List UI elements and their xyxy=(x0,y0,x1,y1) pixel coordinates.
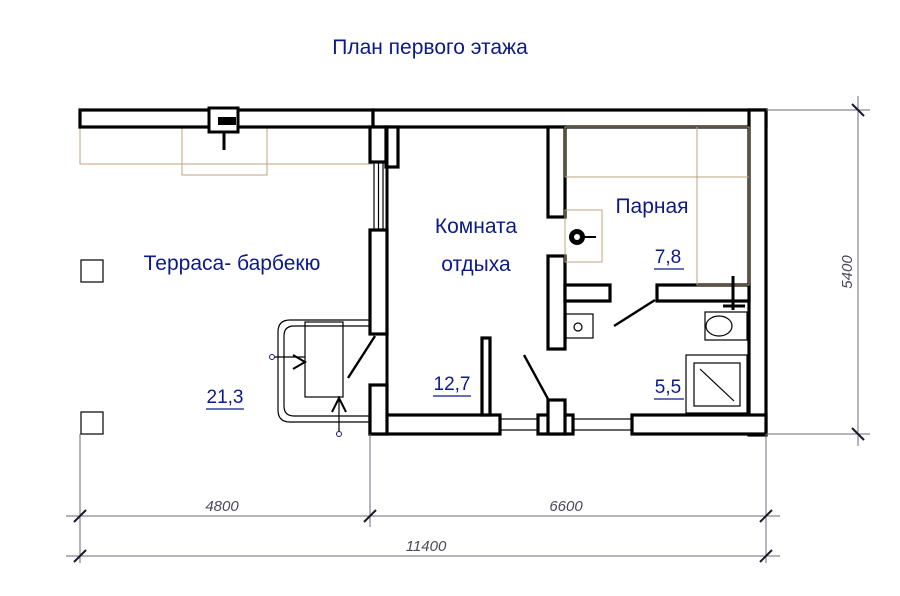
terrace-name: Терраса- барбекю xyxy=(144,252,321,275)
rest-room-name-line2: отдыха xyxy=(441,253,511,276)
terrace-counter xyxy=(79,126,373,176)
doors xyxy=(346,298,656,400)
steam-room-name: Парная xyxy=(615,195,688,218)
steam-room-area: 7,8 xyxy=(655,247,681,268)
dimension-left-segment: 4800 xyxy=(205,498,239,515)
terrace-post-lower xyxy=(80,411,104,435)
rest-room-area: 12,7 xyxy=(434,374,471,395)
dimension-total-width: 11400 xyxy=(406,538,447,555)
terrace-post-upper xyxy=(80,259,104,283)
dimension-depth: 5400 xyxy=(839,255,856,289)
grill-chimney-icon xyxy=(207,106,240,150)
terrace-area: 21,3 xyxy=(207,387,244,408)
dimension-right-segment: 6600 xyxy=(549,498,583,515)
entrance-steps xyxy=(269,319,370,437)
rest-room-name-line1: Комната xyxy=(435,215,518,238)
plan-title: План первого этажа xyxy=(332,36,528,59)
dimension-lines xyxy=(66,96,870,563)
steam-room-shelves xyxy=(564,126,750,286)
bathroom-area: 5,5 xyxy=(655,377,681,398)
stove-icon xyxy=(564,209,603,263)
toilet-icon xyxy=(704,276,748,341)
washbasin-icon xyxy=(565,313,594,339)
rest-room-outline xyxy=(385,128,549,416)
shower-tray-icon xyxy=(685,354,748,414)
interior-walls xyxy=(384,125,751,436)
